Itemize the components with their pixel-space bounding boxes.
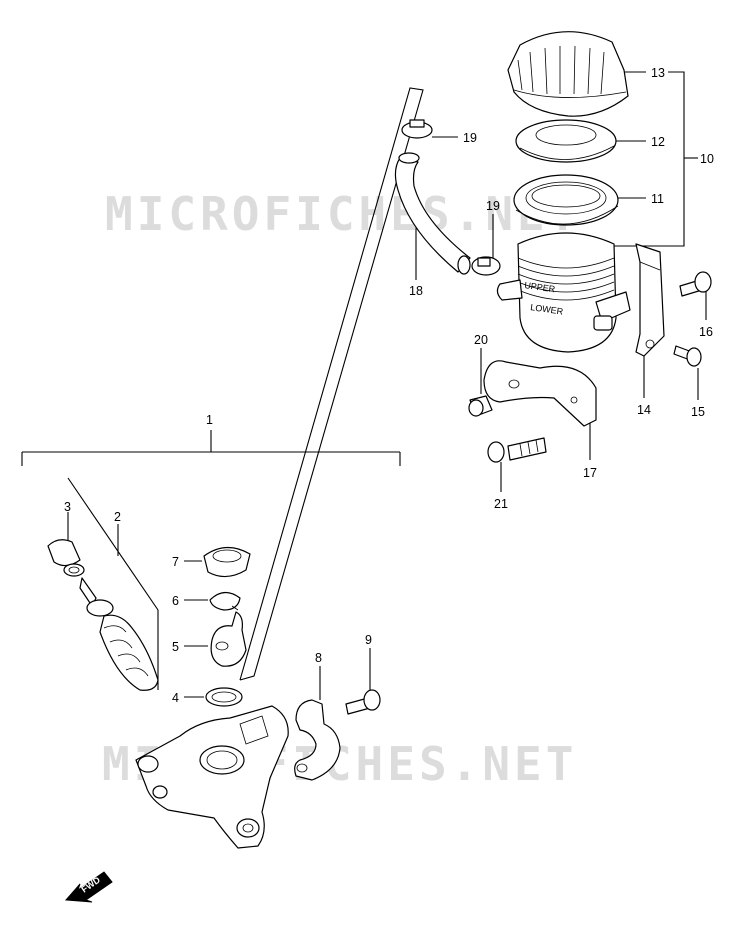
callout-2: 2 — [114, 510, 121, 524]
callout-1: 1 — [206, 413, 213, 427]
hose-connector — [210, 611, 247, 667]
callout-7: 7 — [172, 555, 179, 569]
master-cylinder-body — [135, 705, 289, 849]
leader-lines — [21, 71, 707, 700]
o-ring — [205, 687, 243, 707]
callout-3: 3 — [64, 500, 71, 514]
callout-16: 16 — [699, 325, 713, 339]
callout-14: 14 — [637, 403, 651, 417]
upper-mark: UPPER — [524, 280, 557, 294]
bolt-21 — [487, 437, 547, 463]
callout-13: 13 — [651, 66, 665, 80]
callout-9: 9 — [365, 633, 372, 647]
nut-20 — [468, 395, 493, 417]
callout-11: 11 — [651, 192, 664, 206]
callout-5: 5 — [172, 640, 179, 654]
handlebar-clamp — [294, 699, 341, 781]
screw-15 — [673, 345, 702, 367]
callout-10: 10 — [700, 152, 714, 166]
callout-17: 17 — [583, 466, 597, 480]
reservoir-hose — [394, 152, 471, 275]
watermark-top: MICROFICHES.NET — [105, 187, 580, 241]
callout-labels: 1 2 3 4 5 6 7 8 9 10 11 12 13 14 15 16 1… — [64, 66, 714, 705]
lower-mark: LOWER — [530, 302, 565, 317]
circlip — [209, 591, 241, 611]
callout-8: 8 — [315, 651, 322, 665]
callout-18: 18 — [409, 284, 423, 298]
piston-cup-set — [47, 539, 85, 577]
clamp-bracket — [635, 243, 665, 357]
hose-clamp-lower — [471, 256, 501, 276]
callout-19-lower: 19 — [486, 199, 500, 213]
callout-6: 6 — [172, 594, 179, 608]
clamp-bolt — [345, 689, 381, 715]
reservoir-body: UPPER LOWER — [496, 232, 631, 353]
reservoir-cap — [507, 31, 629, 117]
screw-16 — [679, 271, 712, 297]
mounting-plate — [483, 360, 597, 427]
boot — [203, 546, 251, 578]
callout-21: 21 — [494, 497, 508, 511]
callout-12: 12 — [651, 135, 665, 149]
callout-19-upper: 19 — [463, 131, 477, 145]
callout-20: 20 — [474, 333, 488, 347]
piston — [79, 577, 159, 691]
callout-4: 4 — [172, 691, 179, 705]
diaphragm — [513, 174, 619, 226]
hose-clamp-upper — [401, 119, 433, 139]
fwd-arrow-icon: FWD — [64, 871, 113, 903]
diaphragm-plate — [515, 119, 617, 163]
callout-15: 15 — [691, 405, 705, 419]
